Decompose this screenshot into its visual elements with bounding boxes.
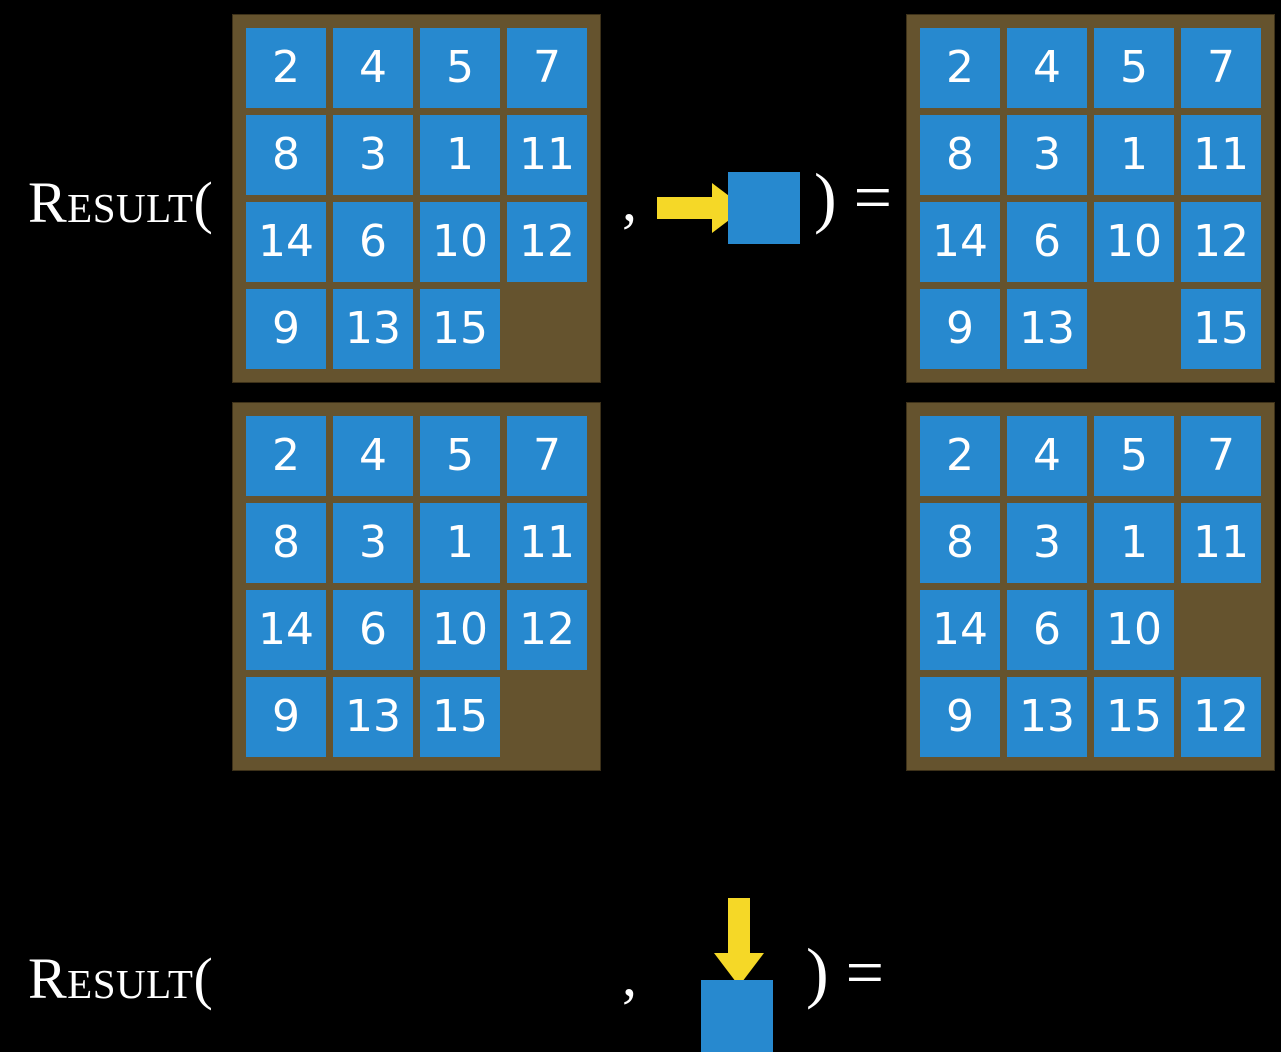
tile[interactable]: 8: [920, 115, 1000, 195]
tile[interactable]: 12: [507, 590, 587, 670]
move-operand-row1: , ) =: [610, 0, 892, 390]
tile[interactable]: 4: [1007, 28, 1087, 108]
closing-paren-equals: ) =: [814, 159, 892, 235]
tile[interactable]: 12: [1181, 677, 1261, 757]
argument-separator-comma: ,: [622, 942, 637, 1008]
tile[interactable]: 2: [920, 28, 1000, 108]
move-operand-row2: , ) =: [610, 390, 890, 1052]
arrow-right-icon: [657, 183, 745, 233]
tile[interactable]: 15: [1094, 677, 1174, 757]
tile[interactable]: 15: [420, 677, 500, 757]
tile[interactable]: 5: [1094, 416, 1174, 496]
tile[interactable]: 9: [920, 677, 1000, 757]
tile[interactable]: 9: [920, 289, 1000, 369]
tile[interactable]: 5: [420, 28, 500, 108]
tile[interactable]: 7: [507, 416, 587, 496]
tile[interactable]: 3: [1007, 503, 1087, 583]
tile[interactable]: 11: [1181, 115, 1261, 195]
output-board-row2: 2 4 5 7 8 3 1 11 14 6 10 9 13 15 12: [906, 402, 1275, 771]
tile[interactable]: 1: [1094, 115, 1174, 195]
tile[interactable]: 3: [333, 115, 413, 195]
empty-slot: [507, 677, 587, 757]
tile[interactable]: 15: [420, 289, 500, 369]
empty-slot: [507, 289, 587, 369]
tile[interactable]: 1: [420, 503, 500, 583]
tile[interactable]: 3: [1007, 115, 1087, 195]
tile[interactable]: 10: [1094, 590, 1174, 670]
equation-row-down-move: Result( 2 4 5 7 8 3 1 11 14 6 10 12 9 13…: [0, 390, 1281, 1052]
blank-tile-target-row2[interactable]: [701, 980, 773, 1052]
tile[interactable]: 2: [920, 416, 1000, 496]
tile[interactable]: 14: [920, 202, 1000, 282]
tile[interactable]: 10: [1094, 202, 1174, 282]
tile[interactable]: 5: [1094, 28, 1174, 108]
tile[interactable]: 8: [246, 503, 326, 583]
tile[interactable]: 8: [246, 115, 326, 195]
tile[interactable]: 4: [333, 416, 413, 496]
tile[interactable]: 9: [246, 677, 326, 757]
tile[interactable]: 11: [1181, 503, 1261, 583]
tile[interactable]: 10: [420, 590, 500, 670]
tile[interactable]: 7: [1181, 28, 1261, 108]
tile[interactable]: 1: [420, 115, 500, 195]
input-board-row2: 2 4 5 7 8 3 1 11 14 6 10 12 9 13 15: [232, 402, 601, 771]
arrow-down-icon: [714, 898, 764, 986]
tile[interactable]: 12: [507, 202, 587, 282]
tile[interactable]: 9: [246, 289, 326, 369]
tile[interactable]: 12: [1181, 202, 1261, 282]
tile[interactable]: 7: [507, 28, 587, 108]
tile[interactable]: 2: [246, 416, 326, 496]
equation-row-right-move: Result( 2 4 5 7 8 3 1 11 14 6 10 12 9 13…: [0, 0, 1281, 390]
tile[interactable]: 13: [1007, 677, 1087, 757]
closing-paren-equals: ) =: [806, 934, 884, 1010]
tile[interactable]: 10: [420, 202, 500, 282]
argument-separator-comma: ,: [622, 167, 637, 233]
tile[interactable]: 14: [920, 590, 1000, 670]
empty-slot: [1181, 590, 1261, 670]
input-board-row1: 2 4 5 7 8 3 1 11 14 6 10 12 9 13 15: [232, 14, 601, 383]
tile[interactable]: 4: [333, 28, 413, 108]
tile[interactable]: 3: [333, 503, 413, 583]
blank-tile-target-row1[interactable]: [728, 172, 800, 244]
tile[interactable]: 4: [1007, 416, 1087, 496]
empty-slot: [1094, 289, 1174, 369]
result-function-label-row1: Result(: [28, 170, 214, 235]
tile[interactable]: 7: [1181, 416, 1261, 496]
tile[interactable]: 14: [246, 202, 326, 282]
tile[interactable]: 6: [1007, 590, 1087, 670]
tile[interactable]: 13: [1007, 289, 1087, 369]
output-board-row1: 2 4 5 7 8 3 1 11 14 6 10 12 9 13 15: [906, 14, 1275, 383]
tile[interactable]: 6: [333, 202, 413, 282]
tile[interactable]: 11: [507, 115, 587, 195]
tile[interactable]: 15: [1181, 289, 1261, 369]
tile[interactable]: 1: [1094, 503, 1174, 583]
tile[interactable]: 14: [246, 590, 326, 670]
tile[interactable]: 6: [1007, 202, 1087, 282]
tile[interactable]: 5: [420, 416, 500, 496]
tile[interactable]: 6: [333, 590, 413, 670]
tile[interactable]: 2: [246, 28, 326, 108]
tile[interactable]: 11: [507, 503, 587, 583]
tile[interactable]: 8: [920, 503, 1000, 583]
result-function-label-row2: Result(: [28, 946, 214, 1011]
tile[interactable]: 13: [333, 289, 413, 369]
tile[interactable]: 13: [333, 677, 413, 757]
